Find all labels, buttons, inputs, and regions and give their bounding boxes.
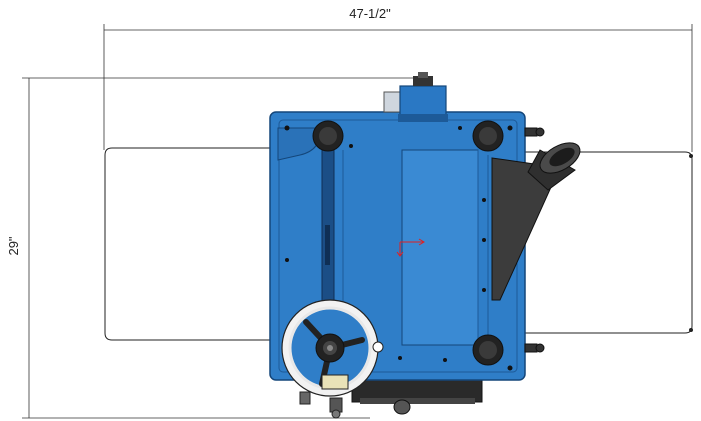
- height-dimension-label: 29": [6, 236, 21, 255]
- origin-axis-marker: [396, 238, 425, 257]
- width-dimension: [103, 24, 693, 152]
- top-right-roller-cap: [472, 120, 504, 152]
- side-knob-bottom: [524, 343, 545, 353]
- left-extension-table: [104, 147, 286, 341]
- handwheel: [281, 299, 384, 397]
- right-extension-table: [519, 151, 693, 334]
- side-knob-top: [524, 127, 545, 137]
- screws: [284, 125, 513, 371]
- dust-hood: [491, 142, 581, 301]
- height-adjust-cylinder: [383, 72, 448, 122]
- top-left-roller-cap: [312, 120, 344, 152]
- height-dimension: [22, 77, 415, 419]
- center-panel: [401, 149, 479, 346]
- bottom-fittings: [299, 374, 349, 419]
- motor-base: [351, 375, 483, 415]
- width-dimension-label: 47-1/2": [349, 6, 391, 21]
- bottom-right-roller-cap: [472, 334, 504, 366]
